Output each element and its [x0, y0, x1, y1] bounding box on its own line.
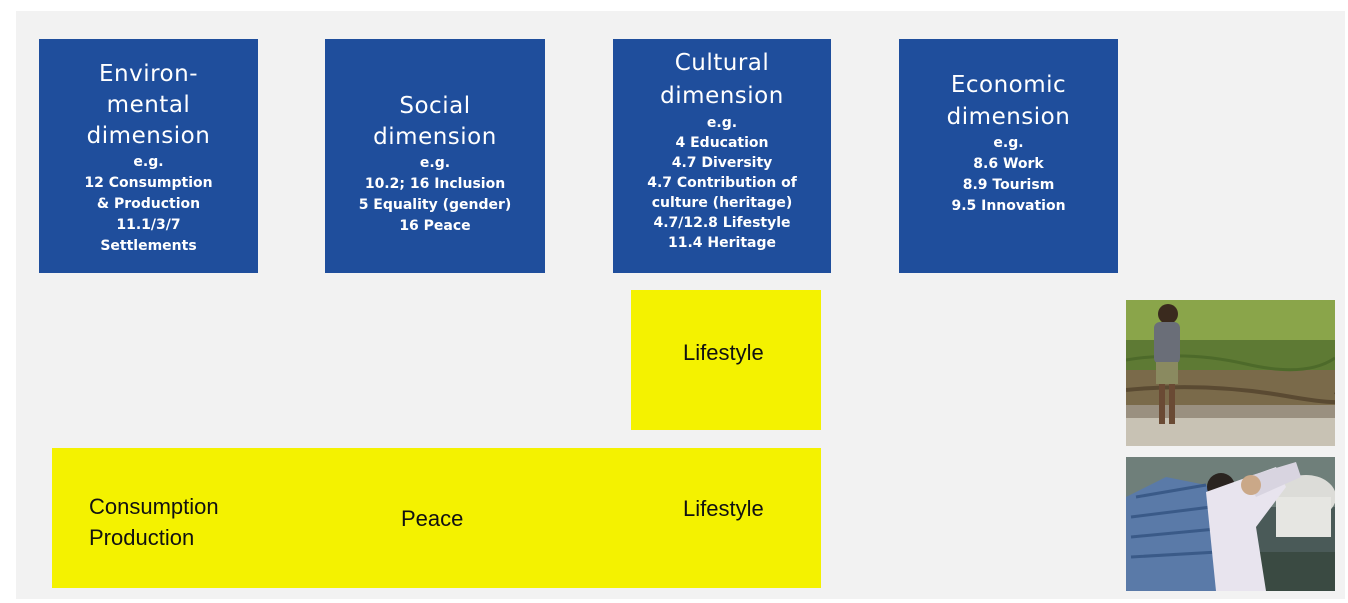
dimension-example: 11.4 Heritage — [668, 235, 776, 251]
dimension-title: mental — [106, 92, 191, 118]
lifestyle-label-bottom: Lifestyle — [683, 496, 764, 521]
dimension-title: Economic — [950, 72, 1067, 98]
dimension-example: 8.6 Work — [973, 156, 1044, 172]
dimension-example: Settlements — [100, 238, 197, 254]
lifestyle-highlight-box — [631, 290, 821, 430]
child-in-field-photo — [1126, 300, 1335, 446]
dimension-example: 11.1/3/7 — [116, 217, 181, 233]
environmental-dimension-box: Environ- mental dimension e.g. 12 Consum… — [39, 39, 258, 273]
production-label: Production — [89, 525, 195, 550]
lifestyle-label: Lifestyle — [683, 340, 764, 365]
field-photo-graphic — [1126, 300, 1335, 446]
people-embracing-photo — [1126, 457, 1335, 591]
dimension-example: 4.7 Contribution of — [647, 175, 797, 191]
dimension-example: & Production — [96, 196, 201, 212]
dimension-example: e.g. — [993, 135, 1024, 151]
dimension-title: dimension — [946, 104, 1071, 130]
dimension-example: 16 Peace — [399, 218, 471, 234]
dimension-example: 4.7/12.8 Lifestyle — [653, 215, 791, 231]
dimension-example: 4.7 Diversity — [671, 155, 773, 171]
dimension-example: e.g. — [419, 155, 451, 171]
dimension-example: 4 Education — [675, 135, 769, 151]
dimension-example: e.g. — [133, 154, 164, 170]
dimension-example: 9.5 Innovation — [951, 198, 1066, 214]
dimension-title: Environ- — [98, 61, 198, 87]
dimension-title: dimension — [660, 83, 784, 109]
peace-label: Peace — [401, 506, 464, 531]
dimension-example: 10.2; 16 Inclusion — [364, 176, 506, 192]
dimension-example: 8.9 Tourism — [962, 177, 1055, 193]
dimension-title: dimension — [373, 124, 497, 150]
dimension-example: 12 Consumption — [84, 175, 213, 191]
cultural-dimension-box: Cultural dimension e.g. 4 Education 4.7 … — [613, 39, 831, 273]
dimension-example: 5 Equality (gender) — [358, 197, 512, 213]
shared-themes-bar — [52, 448, 821, 588]
dimension-title: Cultural — [674, 50, 770, 76]
economic-dimension-box: Economic dimension e.g. 8.6 Work 8.9 Tou… — [899, 39, 1118, 273]
embrace-photo-graphic — [1126, 457, 1335, 591]
social-dimension-box: Social dimension e.g. 10.2; 16 Inclusion… — [325, 39, 545, 273]
dimension-example: e.g. — [706, 115, 738, 131]
dimension-example: culture (heritage) — [651, 195, 793, 211]
dimension-title: Social — [399, 93, 471, 119]
consumption-label: Consumption — [89, 494, 219, 519]
dimension-title: dimension — [86, 123, 211, 149]
